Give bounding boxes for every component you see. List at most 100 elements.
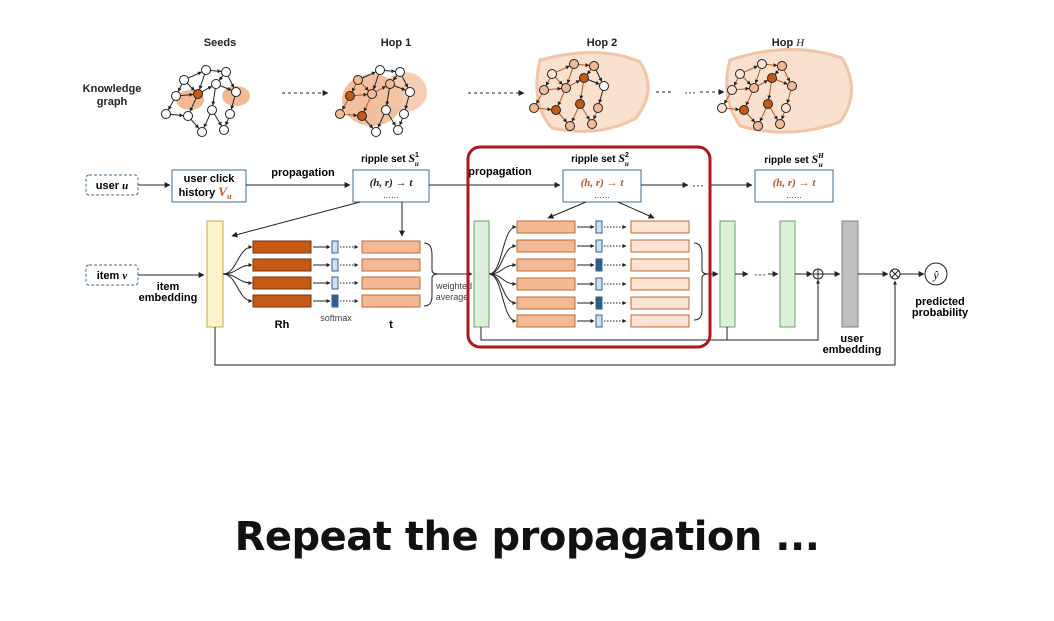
- kg-panel-1: [335, 65, 415, 137]
- user-input-label: user u: [96, 180, 128, 192]
- softmax-cell: [331, 294, 339, 308]
- rh-t-stacks: [222, 220, 690, 328]
- kg-node: [767, 73, 777, 83]
- softmax-cell: [595, 296, 603, 310]
- softmax-cell: [331, 240, 339, 254]
- t-bar: [361, 258, 421, 272]
- t-bar: [361, 276, 421, 290]
- softmax-cell: [595, 258, 603, 272]
- kg-panel-2: [529, 59, 609, 131]
- user-embedding-line2: embedding: [823, 344, 882, 356]
- highlight-box: [466, 145, 712, 349]
- kg-node: [735, 69, 745, 79]
- ripple-set-1-box: [352, 169, 430, 203]
- kg-node: [179, 75, 189, 85]
- kg-label-line1: Knowledge: [83, 83, 142, 95]
- kg-node: [777, 61, 787, 71]
- pipeline-ellipsis: ···: [692, 178, 704, 192]
- hop2-output-bar: [719, 220, 736, 328]
- kg-node: [207, 105, 217, 115]
- ripple-set-2-box: [562, 169, 642, 203]
- ripple-set-H-box: [754, 169, 834, 203]
- prediction-symbol: ŷ: [932, 268, 939, 282]
- hop2-t-bar: [630, 258, 690, 272]
- ripple-set-2-dots: ……: [594, 191, 610, 200]
- kg-node: [381, 105, 391, 115]
- kg-node: [529, 103, 539, 113]
- kg-node: [197, 127, 207, 137]
- kg-node: [183, 111, 193, 121]
- kg-node: [547, 69, 557, 79]
- kg-node: [395, 67, 405, 77]
- hop1-output-bar: [473, 220, 490, 328]
- hop2-h-bar: [516, 239, 576, 253]
- predicted-line1: predicted: [915, 296, 965, 308]
- ripple-set-1-formula: (h, r) → t: [370, 177, 414, 189]
- panel-title-hop1: Hop 1: [381, 37, 412, 49]
- softmax-label: softmax: [320, 313, 352, 323]
- kg-node: [171, 91, 181, 101]
- kg-node: [539, 85, 549, 95]
- panel-title-hopH: Hop H: [772, 37, 805, 49]
- kg-panel-3: [717, 59, 797, 131]
- ripple-set-H-formula: (h, r) → t: [773, 177, 817, 189]
- hop2-t-bar: [630, 314, 690, 328]
- hop2-h-bar: [516, 220, 576, 234]
- prediction-node: [924, 262, 948, 286]
- kg-node: [225, 109, 235, 119]
- propagation-label-1: propagation: [271, 167, 335, 179]
- kg-node: [561, 83, 571, 93]
- kg-label-line2: graph: [97, 96, 128, 108]
- softmax-cell: [331, 276, 339, 290]
- item-embedding-line1: item: [157, 281, 180, 293]
- kg-node: [599, 81, 609, 91]
- hop2-h-bar: [516, 277, 576, 291]
- ripple-set-2-formula: (h, r) → t: [581, 177, 625, 189]
- weighted-average-line2: average: [436, 292, 469, 302]
- fork-arrow: [488, 244, 517, 275]
- weighted-average-line1: weighted: [435, 281, 472, 291]
- t-bar: [361, 294, 421, 308]
- hops-ellipsis: ···: [754, 267, 766, 281]
- hop2-t-bar: [630, 220, 690, 234]
- rh-label: Rh: [275, 319, 290, 331]
- rh-bar: [252, 276, 312, 290]
- kg-node: [393, 125, 403, 135]
- kg-node: [781, 103, 791, 113]
- hop2-halo: [535, 50, 650, 133]
- kg-node: [579, 73, 589, 83]
- kg-node: [345, 91, 355, 101]
- hop2-h-bar: [516, 314, 576, 328]
- kg-node: [787, 81, 797, 91]
- slide-title: Repeat the propagation ...: [234, 514, 820, 560]
- t-bar: [361, 240, 421, 254]
- kg-node: [211, 79, 221, 89]
- kg-node: [587, 119, 597, 129]
- kg-node: [757, 59, 767, 69]
- hop2-h-bar: [516, 258, 576, 272]
- kg-panel-0: [161, 65, 241, 137]
- kg-node: [231, 87, 241, 97]
- softmax-cell: [595, 277, 603, 291]
- kg-node: [161, 109, 171, 119]
- ripple-set-H-dots: ……: [786, 191, 802, 200]
- propagation-label-2: propagation: [468, 166, 532, 178]
- kg-node: [569, 59, 579, 69]
- panel-title-seeds: Seeds: [204, 37, 236, 49]
- click-history-box: [171, 169, 247, 203]
- kg-node: [575, 99, 585, 109]
- rh-bar: [252, 294, 312, 308]
- click-history-line2: history Vu: [179, 184, 232, 201]
- kg-node: [357, 111, 367, 121]
- kg-node: [221, 67, 231, 77]
- kg-node: [405, 87, 415, 97]
- hop2-t-bar: [630, 277, 690, 291]
- fork-arrow: [222, 273, 253, 303]
- kg-node: [593, 103, 603, 113]
- kg-node: [367, 89, 377, 99]
- item-embedding-bar: [206, 220, 224, 328]
